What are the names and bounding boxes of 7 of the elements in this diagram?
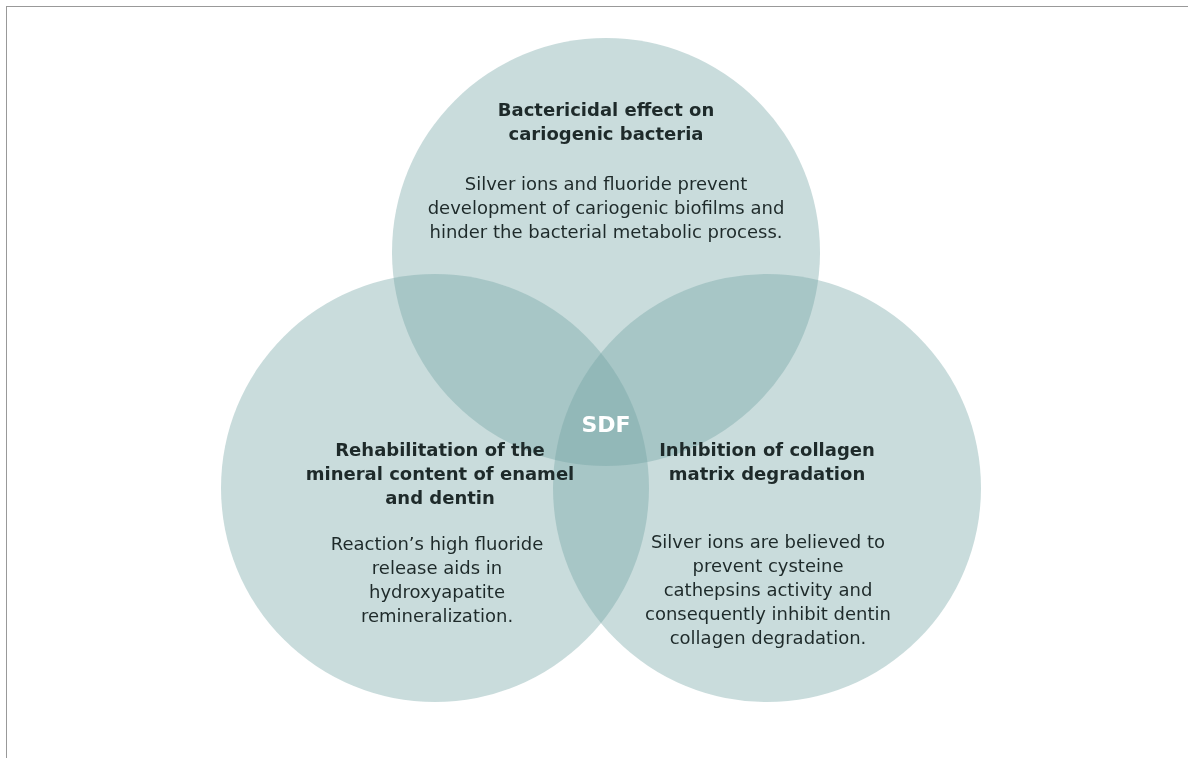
circle-description: Silver ions and fluoride prevent development of cariogenic biofilms and hinder the bacterial metabolic process. — [426, 172, 786, 244]
circle-description: Reaction’s high fluoride release aids in hydroxyapatite remineralization. — [329, 532, 545, 628]
circle-heading: Inhibition of collagen matrix degradation — [658, 438, 876, 486]
circle-heading: Bactericidal effect on cariogenic bacteria — [496, 98, 716, 146]
center-label: SDF — [580, 412, 632, 437]
circle-heading: Rehabilitation of the mineral content of enamel and dentin — [304, 438, 576, 510]
circle-description: Silver ions are believed to prevent cysteine cathepsins activity and consequently inhibit dentin collagen degradation. — [644, 530, 892, 650]
